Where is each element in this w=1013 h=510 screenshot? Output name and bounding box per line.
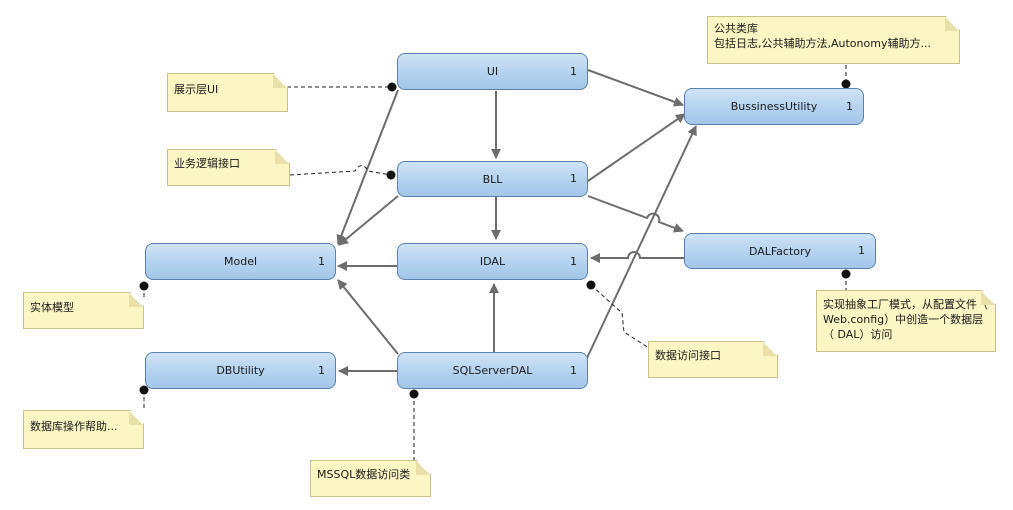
- note-idal: 数据访问接口: [648, 341, 778, 378]
- anchor-dot: [586, 280, 596, 290]
- note-sqlserverdal-text: MSSQL数据访问类: [317, 468, 411, 481]
- note-sqlserverdal: MSSQL数据访问类: [310, 460, 431, 497]
- node-bll-multiplicity: 1: [570, 171, 577, 185]
- node-bussinessutility[interactable]: BussinessUtility 1: [684, 88, 864, 125]
- anchor-dot: [387, 82, 397, 92]
- node-dbutility[interactable]: DBUtility 1: [145, 352, 336, 389]
- note-model: 实体模型: [23, 292, 144, 329]
- node-idal[interactable]: IDAL 1: [397, 243, 588, 280]
- node-bll[interactable]: BLL 1: [397, 161, 588, 197]
- node-idal-multiplicity: 1: [570, 254, 577, 268]
- note-ui-text: 展示层UI: [174, 83, 219, 96]
- edge-sqlserverdal-model: [337, 279, 399, 355]
- note-link-bll: [289, 165, 392, 176]
- node-ui-multiplicity: 1: [570, 64, 577, 78]
- node-model[interactable]: Model 1: [145, 243, 336, 280]
- node-sqlserverdal-label: SQLServerDAL: [452, 364, 533, 377]
- note-ui: 展示层UI: [167, 73, 288, 112]
- anchor-dot: [409, 389, 419, 399]
- node-dalfactory[interactable]: DALFactory 1: [684, 233, 876, 269]
- anchor-dot: [139, 281, 149, 291]
- node-dbutility-multiplicity: 1: [318, 363, 325, 377]
- node-dalfactory-multiplicity: 1: [858, 243, 865, 257]
- note-dbutility-text: 数据库操作帮助...: [30, 420, 118, 433]
- node-bll-label: BLL: [482, 172, 503, 186]
- note-dalfactory: 实现抽象工厂模式，从配置文件（ Web.config）中创造一个数据层（ DAL…: [816, 290, 996, 352]
- anchor-dot: [386, 170, 396, 180]
- node-sqlserverdal[interactable]: SQLServerDAL 1: [397, 352, 588, 389]
- node-sqlserverdal-multiplicity: 1: [570, 363, 577, 377]
- node-model-label: Model: [223, 255, 258, 268]
- node-model-multiplicity: 1: [318, 254, 325, 268]
- note-idal-text: 数据访问接口: [655, 349, 721, 362]
- note-link-idal: [590, 284, 653, 351]
- node-ui[interactable]: UI 1: [397, 53, 588, 90]
- edge-bll-model: [338, 195, 399, 246]
- note-bll: 业务逻辑接口: [167, 149, 290, 186]
- edge-ui-model: [336, 89, 399, 245]
- node-ui-label: UI: [486, 65, 499, 78]
- anchor-dot: [139, 385, 149, 395]
- node-dbutility-label: DBUtility: [216, 364, 265, 377]
- node-bussinessutility-multiplicity: 1: [846, 99, 853, 113]
- anchor-dot: [841, 79, 851, 89]
- note-dbutility: 数据库操作帮助...: [23, 410, 144, 449]
- node-dalfactory-label: DALFactory: [748, 244, 812, 258]
- edge-bll-dalfactory: [587, 195, 684, 233]
- anchor-dot: [841, 269, 851, 279]
- note-bussinessutility-text: 公共类库 包括日志,公共辅助方法,Autonomy辅助方...: [714, 22, 931, 50]
- note-dalfactory-text: 实现抽象工厂模式，从配置文件（ Web.config）中创造一个数据层（ DAL…: [823, 298, 988, 341]
- node-bussinessutility-label: BussinessUtility: [730, 100, 818, 113]
- edge-sqlserverdal-bussinessutility: [586, 125, 697, 359]
- note-bussinessutility: 公共类库 包括日志,公共辅助方法,Autonomy辅助方...: [707, 16, 960, 64]
- edge-dalfactory-idal: [590, 251, 684, 263]
- note-bll-text: 业务逻辑接口: [174, 157, 240, 170]
- node-idal-label: IDAL: [479, 255, 506, 268]
- edge-ui-bussinessutility: [587, 69, 684, 107]
- note-model-text: 实体模型: [30, 301, 74, 314]
- edge-bll-bussinessutility: [587, 113, 686, 182]
